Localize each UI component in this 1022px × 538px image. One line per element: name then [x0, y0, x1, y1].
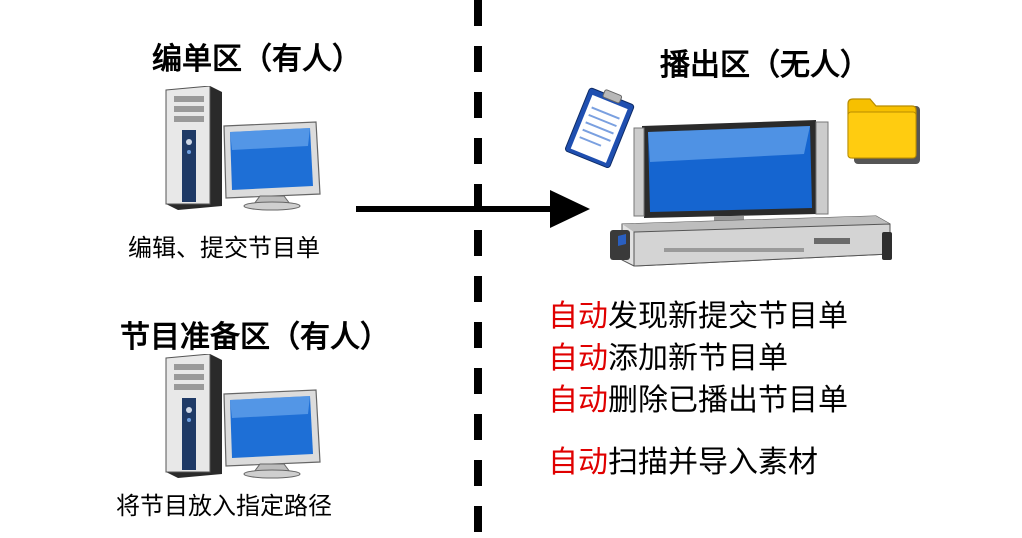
- automation-task-list: 自动发现新提交节目单 自动添加新节目单 自动删除已播出节目单 自动扫描并导入素材: [548, 296, 848, 484]
- task-item: 自动删除已播出节目单: [548, 380, 848, 422]
- task-keyword: 自动: [548, 299, 608, 334]
- task-text: 扫描并导入素材: [608, 445, 818, 480]
- clipboard-icon: [564, 87, 635, 169]
- prep-zone-title: 节目准备区（有人）: [120, 320, 390, 355]
- edit-zone-title: 编单区（有人）: [152, 42, 362, 77]
- arrow-right-icon: [356, 190, 590, 228]
- task-keyword: 自动: [548, 383, 608, 418]
- prep-zone-caption: 将节目放入指定路径: [116, 492, 332, 520]
- zone-divider: [474, 0, 482, 538]
- task-item: 自动添加新节目单: [548, 338, 848, 380]
- task-keyword: 自动: [548, 341, 608, 376]
- task-text: 发现新提交节目单: [608, 299, 848, 334]
- task-item: 自动发现新提交节目单: [548, 296, 848, 338]
- task-item: 自动扫描并导入素材: [548, 442, 848, 484]
- task-keyword: 自动: [548, 445, 608, 480]
- monitor-icon: [633, 120, 829, 226]
- playout-zone-title: 播出区（无人）: [660, 48, 870, 83]
- edit-zone-caption: 编辑、提交节目单: [128, 234, 320, 262]
- rack-server-icon: [610, 215, 892, 267]
- desktop-computer-icon: [165, 354, 321, 479]
- folder-icon: [847, 98, 920, 164]
- desktop-computer-icon: [165, 86, 321, 211]
- task-text: 添加新节目单: [608, 341, 788, 376]
- task-text: 删除已播出节目单: [608, 383, 848, 418]
